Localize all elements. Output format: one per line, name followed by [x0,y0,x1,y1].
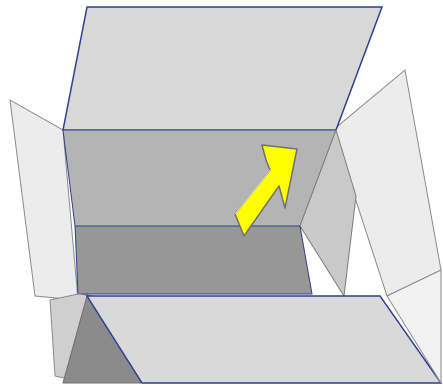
interior-floor [75,226,312,294]
back-flap [63,7,382,130]
interior-back-wall [63,130,336,226]
front-flap [87,296,441,383]
